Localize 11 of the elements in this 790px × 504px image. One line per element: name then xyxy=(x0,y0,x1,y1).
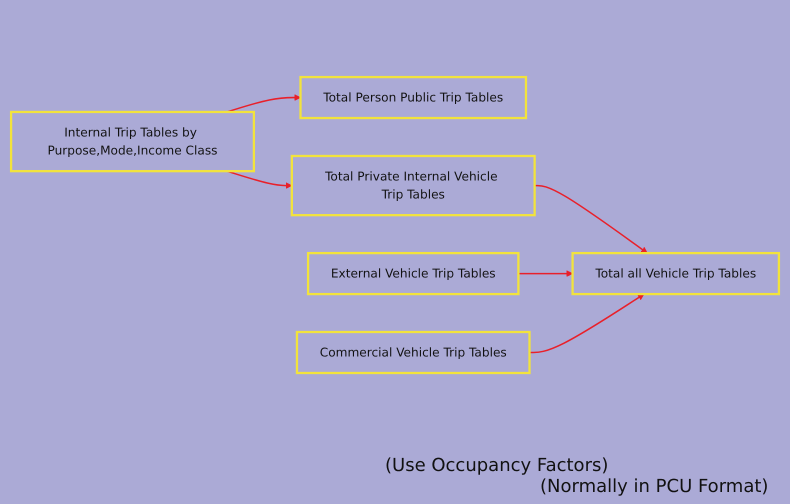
arrow xyxy=(518,270,573,277)
node-box: Internal Trip Tables by Purpose,Mode,Income Class xyxy=(10,110,256,172)
node-box: External Vehicle Trip Tables xyxy=(306,252,520,296)
arrow xyxy=(530,294,644,354)
node-box: Total Person Public Trip Tables xyxy=(299,76,528,120)
arrow xyxy=(534,184,648,254)
note-text: (Use Occupancy Factors) xyxy=(385,455,608,476)
node-box: Commercial Vehicle Trip Tables xyxy=(296,330,531,374)
note-text: (Normally in PCU Format) xyxy=(540,476,768,497)
node-box: Total Private Internal Vehicle Trip Tables xyxy=(290,154,536,216)
node-box: Total all Vehicle Trip Tables xyxy=(571,252,780,296)
